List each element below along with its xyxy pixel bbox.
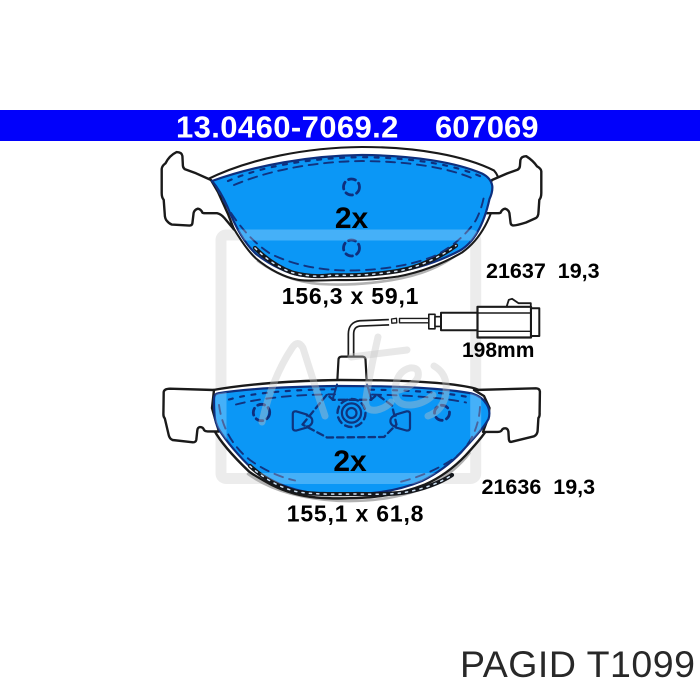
svg-text:21637 19,3: 21637 19,3 (486, 259, 600, 283)
svg-text:607069: 607069 (435, 110, 538, 145)
svg-text:PAGID T1099: PAGID T1099 (460, 643, 695, 685)
svg-text:13.0460-7069.2: 13.0460-7069.2 (176, 110, 399, 145)
svg-text:156,3 x 59,1: 156,3 x 59,1 (282, 283, 420, 309)
svg-text:155,1 x 61,8: 155,1 x 61,8 (287, 501, 425, 527)
svg-text:198mm: 198mm (462, 339, 534, 362)
svg-text:2x: 2x (335, 202, 369, 235)
svg-text:21636 19,3: 21636 19,3 (482, 475, 596, 499)
svg-text:2x: 2x (333, 445, 367, 478)
